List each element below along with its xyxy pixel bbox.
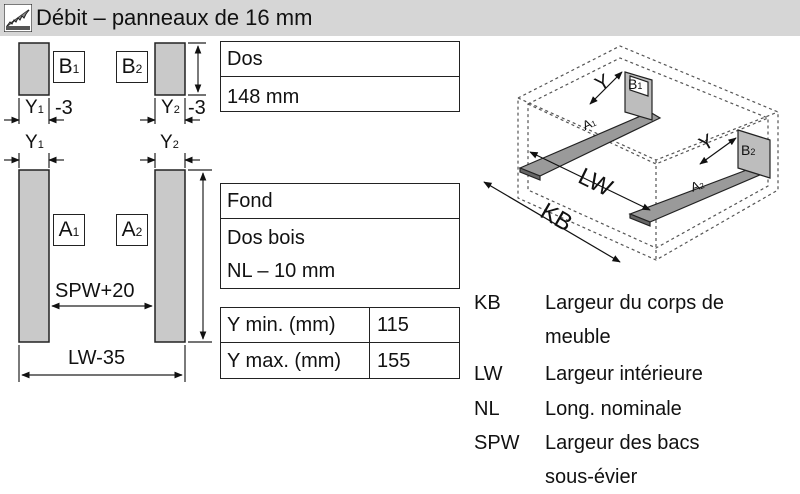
legend-nl-abbr: NL	[474, 398, 500, 420]
panel-b2	[154, 42, 186, 96]
dos-value: 148 mm	[227, 86, 300, 108]
legend-spw-text2: sous-évier	[545, 466, 638, 488]
dos-title: Dos	[227, 48, 263, 70]
legend-lw-text: Largeur intérieure	[545, 363, 703, 385]
legend-nl-text: Long. nominale	[545, 398, 682, 420]
label-b2: B2	[116, 51, 148, 83]
drawer-b1-label: B1	[628, 76, 643, 92]
y-max-label: Y max. (mm)	[227, 350, 342, 372]
panel-a2	[154, 169, 186, 343]
saw-icon	[4, 4, 32, 32]
y1-minus3-label: -3	[55, 97, 73, 119]
legend-spw-text: Largeur des bacs	[545, 432, 700, 454]
legend-lw-abbr: LW	[474, 363, 503, 385]
panel-b1	[18, 42, 50, 96]
legend-kb-text2: meuble	[545, 326, 611, 348]
y-min-label: Y min. (mm)	[227, 314, 336, 336]
y-max-value: 155	[377, 350, 411, 372]
drawer-b2-label: B2	[741, 142, 756, 158]
panel-a1	[18, 169, 50, 343]
label-b1: B1	[53, 51, 85, 83]
y2-minus3-label: -3	[188, 97, 206, 119]
spw20-label: SPW+20	[55, 280, 135, 302]
legend-spw-abbr: SPW	[474, 432, 520, 454]
lw35-label: LW-35	[68, 347, 126, 369]
header-bar: Débit – panneaux de 16 mm	[0, 0, 800, 36]
y1-bottom-label: Y1	[25, 97, 44, 118]
y-min-value: 115	[377, 314, 409, 336]
y2-bottom-label: Y2	[161, 97, 180, 118]
fond-line2: NL – 10 mm	[227, 260, 336, 282]
label-a1: A1	[53, 214, 85, 246]
fond-title: Fond	[227, 190, 273, 212]
y-table	[220, 307, 460, 379]
drawer-3d-diagram	[483, 45, 779, 263]
label-a2: A2	[116, 214, 148, 246]
page-title: Débit – panneaux de 16 mm	[36, 5, 313, 30]
fond-line1: Dos bois	[227, 227, 305, 249]
y1-top-label: Y1	[25, 132, 44, 153]
legend-kb-abbr: KB	[474, 292, 501, 314]
fond-table	[220, 183, 460, 289]
legend-kb-text: Largeur du corps de	[545, 292, 725, 314]
y2-top-label: Y2	[160, 132, 179, 153]
